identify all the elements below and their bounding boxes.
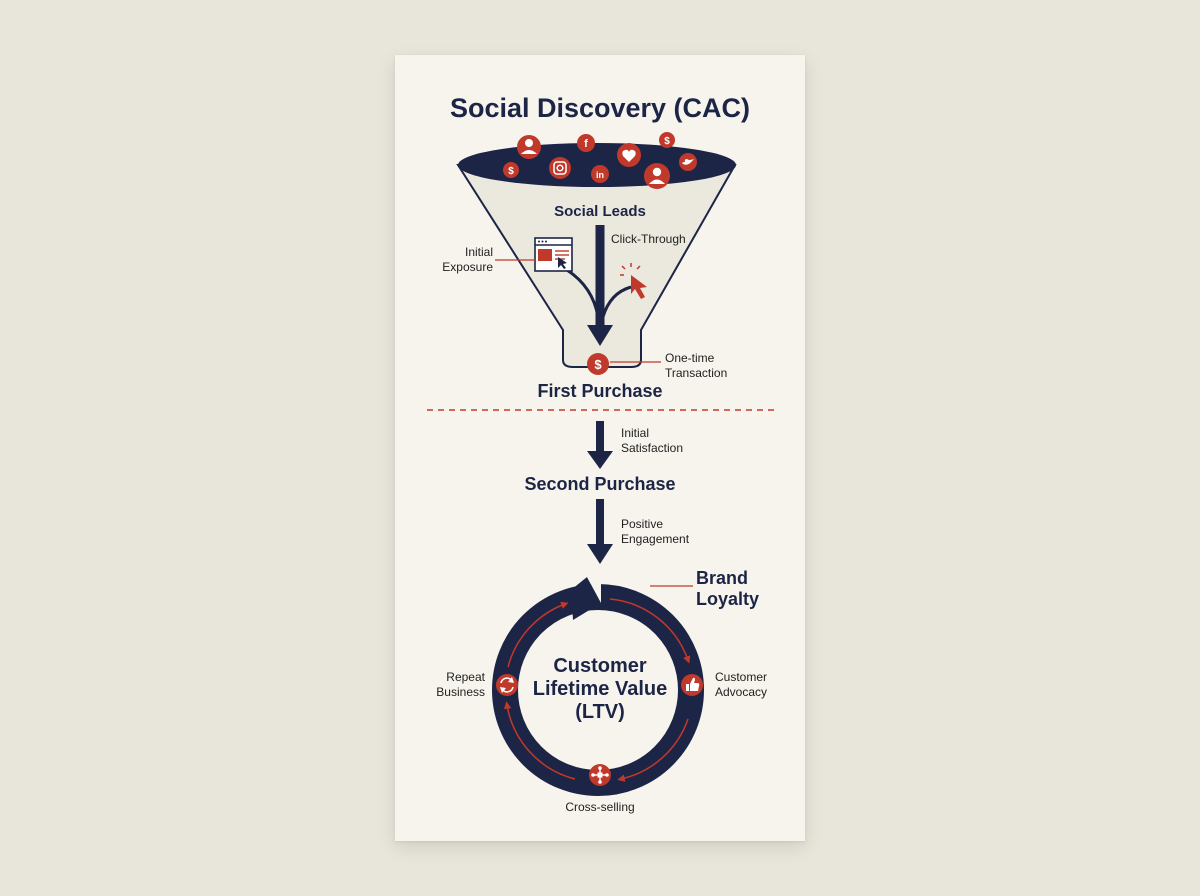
cross-selling-label: Cross-selling xyxy=(565,800,634,814)
repeat-business-line2: Business xyxy=(436,685,485,699)
click-curve-arrow xyxy=(601,285,632,318)
one-time-line2: Transaction xyxy=(665,366,727,380)
positive-engagement-line1: Positive xyxy=(621,517,663,531)
funnel-main-arrowhead xyxy=(587,325,613,346)
positive-engagement-line2: Engagement xyxy=(621,532,690,546)
customer-advocacy-line2: Advocacy xyxy=(715,685,767,699)
initial-satisfaction-line1: Initial xyxy=(621,426,649,440)
ltv-center-line2: Lifetime Value xyxy=(533,678,668,700)
thumbs-up-icon xyxy=(681,674,703,696)
svg-text:in: in xyxy=(596,170,604,180)
dollar-icon: $ xyxy=(659,132,675,148)
loop-arc-advocacy xyxy=(609,598,691,664)
svg-text:$: $ xyxy=(664,136,670,147)
svg-text:$: $ xyxy=(508,166,514,177)
twitter-icon xyxy=(679,153,697,171)
loop-arc-loyalty xyxy=(507,601,569,668)
network-icon xyxy=(589,764,611,786)
first-purchase-label: First Purchase xyxy=(537,381,662,401)
satisfaction-arrowhead xyxy=(587,451,613,469)
ltv-center-line3: (LTV) xyxy=(575,701,625,723)
ltv-center-line1: Customer xyxy=(553,655,647,677)
loop-arc-cross-sell xyxy=(617,718,689,782)
cursor-click-icon xyxy=(620,263,647,299)
browser-window-icon xyxy=(534,237,573,272)
infographic-card: Social Discovery (CAC) f $ $ xyxy=(395,55,805,841)
initial-exposure-line2: Exposure xyxy=(442,260,493,274)
engagement-arrowhead xyxy=(587,544,613,564)
dollar-icon: $ xyxy=(503,162,519,178)
refresh-icon xyxy=(496,674,518,696)
user-icon xyxy=(644,163,670,189)
heart-icon xyxy=(617,143,641,167)
social-leads-label: Social Leads xyxy=(554,203,646,220)
second-purchase-label: Second Purchase xyxy=(524,474,675,494)
linkedin-icon: in xyxy=(591,165,609,183)
diagram-title: Social Discovery (CAC) xyxy=(450,93,750,123)
ltv-ring-arrowhead xyxy=(571,577,601,620)
svg-text:$: $ xyxy=(594,357,602,372)
instagram-icon xyxy=(549,157,571,179)
brand-loyalty-line2: Loyalty xyxy=(696,589,759,609)
user-icon xyxy=(517,135,541,159)
one-time-line1: One-time xyxy=(665,351,715,365)
loop-arc-repeat xyxy=(503,701,576,780)
social-icons: f $ $ in xyxy=(503,132,697,189)
click-through-label: Click-Through xyxy=(611,232,686,246)
customer-advocacy-line1: Customer xyxy=(715,670,767,684)
ltv-ring-gap xyxy=(587,575,601,603)
initial-satisfaction-line2: Satisfaction xyxy=(621,441,683,455)
dollar-icon: $ xyxy=(587,353,609,375)
initial-exposure-line1: Initial xyxy=(465,245,493,259)
svg-text:f: f xyxy=(584,138,588,150)
repeat-business-line1: Repeat xyxy=(446,670,485,684)
brand-loyalty-line1: Brand xyxy=(696,568,748,588)
facebook-icon: f xyxy=(577,134,595,152)
infographic-canvas: Social Discovery (CAC) f $ $ xyxy=(427,93,775,814)
exposure-curve-arrow xyxy=(566,268,600,318)
